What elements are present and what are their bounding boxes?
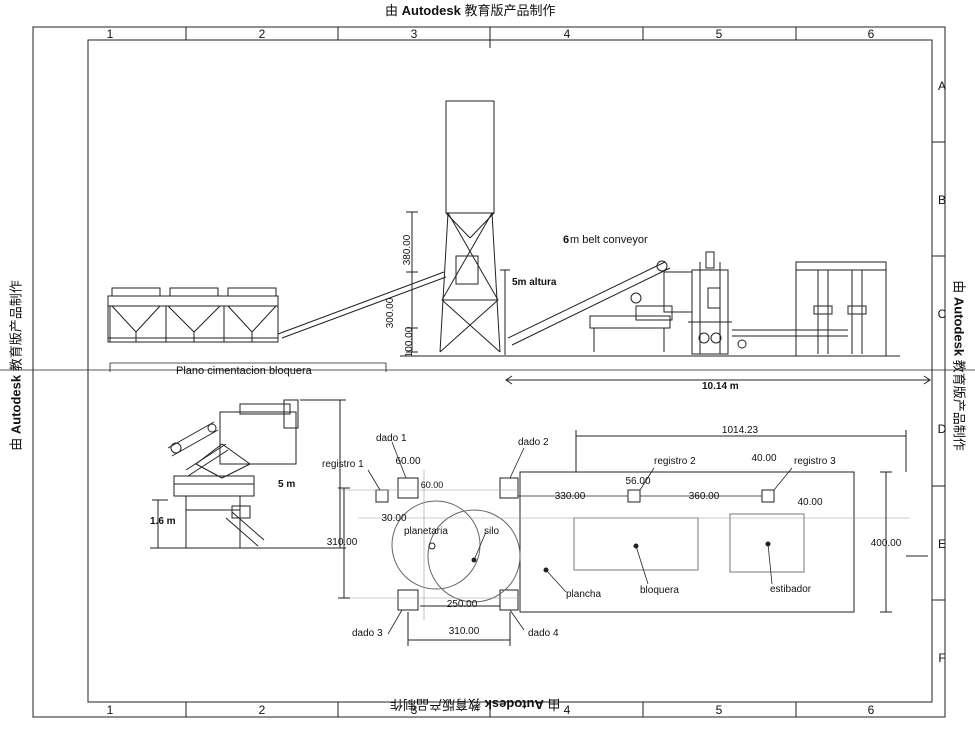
col-label-3: 3 [411,27,418,41]
elevation-view [107,100,931,385]
dado-2-square [499,477,519,499]
row-label-a: A [938,79,946,93]
dim-100: 100.00 [404,326,415,357]
label-registro-2: registro 2 [654,456,696,467]
watermark-brand: Autodesk [484,697,544,712]
label-bloquera: bloquera [640,585,679,596]
row-label-b: B [938,193,946,207]
dim-30: 30.00 [381,513,406,524]
label-estibador: estibador [770,584,812,595]
col-label-4-bottom: 4 [564,703,571,717]
height-altura-label: 5m altura [512,277,557,288]
row-label-c: C [938,307,947,321]
dado-4-square [499,589,519,611]
dado-3-square [397,589,419,611]
foundation-caption: Plano cimentacion bloquera [176,365,313,377]
watermark-suffix: 教育版产品制作 [951,356,967,451]
dim-40-top: 40.00 [751,453,776,464]
outer-frame [32,26,946,718]
dim-400: 400.00 [871,538,902,549]
watermark-suffix: 教育版产品制作 [390,697,485,712]
dim-300: 300.00 [385,297,396,328]
inner-frame [87,39,933,703]
col-label-2: 2 [259,27,266,41]
label-dado-1: dado 1 [376,433,407,444]
col-label-2-bottom: 2 [259,703,266,717]
dim-310-left: 310.00 [327,537,358,548]
dim-60-side: 60.00 [421,480,444,490]
watermark-brand: Autodesk [401,3,461,18]
watermark-prefix: 由 [951,280,967,297]
dado-1-square [397,477,419,499]
dim-380: 380.00 [402,234,413,265]
watermark-left: 由 Autodesk 教育版产品制作 [6,266,25,466]
col-label-6: 6 [868,27,875,41]
col-label-5: 5 [716,27,723,41]
mixer-side-view [150,399,346,549]
label-dado-2: dado 2 [518,437,549,448]
aggregate-bins [107,287,279,343]
col-label-4: 4 [564,27,571,41]
label-plancha: plancha [566,589,601,600]
dim-330: 330.00 [555,491,586,502]
label-planetaria: planetaria [404,526,448,537]
watermark-brand: Autodesk [8,374,24,435]
col-label-3-bottom: 3 [411,703,418,717]
watermark-right: 由 Autodesk 教育版产品制作 [951,266,970,466]
watermark-prefix: 由 [543,697,561,712]
watermark-brand: Autodesk [951,296,967,357]
total-length-label: 10.14 m [702,381,739,392]
side-width-label: 1.6 m [150,516,176,527]
block-machine [688,251,732,355]
dim-60-top: 60.00 [395,456,420,467]
label-dado-4: dado 4 [528,628,559,639]
label-dado-3: dado 3 [352,628,383,639]
watermark-prefix: 由 [8,434,24,451]
plancha-slab [519,471,855,613]
foundation-plan [338,430,928,646]
row-label-d: D [938,422,947,436]
dim-56: 56.00 [625,476,650,487]
dim-360: 360.00 [689,491,720,502]
row-label-f: F [938,651,945,665]
block-stacker [795,261,887,357]
dim-40-side: 40.00 [797,497,822,508]
dim-310-bottom: 310.00 [449,626,480,637]
watermark-bottom: 由 Autodesk 教育版产品制作 [390,696,560,715]
mixer-assembly [589,271,693,352]
watermark-top: 由 Autodesk 教育版产品制作 [385,0,555,19]
col-label-5-bottom: 5 [716,703,723,717]
dim-1014: 1014.23 [722,425,759,436]
row-label-e: E [938,537,946,551]
watermark-prefix: 由 [385,3,402,18]
label-registro-3: registro 3 [794,456,836,467]
label-silo: silo [484,526,499,537]
side-height-label: 5 m [278,479,295,490]
conveyor-label: m belt conveyor [570,234,648,246]
label-registro-1: registro 1 [322,459,364,470]
watermark-suffix: 教育版产品制作 [460,3,556,18]
col-label-1: 1 [107,27,114,41]
dim-250: 250.00 [447,599,478,610]
cement-silo [439,100,501,353]
watermark-suffix: 教育版产品制作 [8,280,24,375]
col-label-6-bottom: 6 [868,703,875,717]
conveyor-length-prefix: 6 [563,234,569,246]
col-label-1-bottom: 1 [107,703,114,717]
